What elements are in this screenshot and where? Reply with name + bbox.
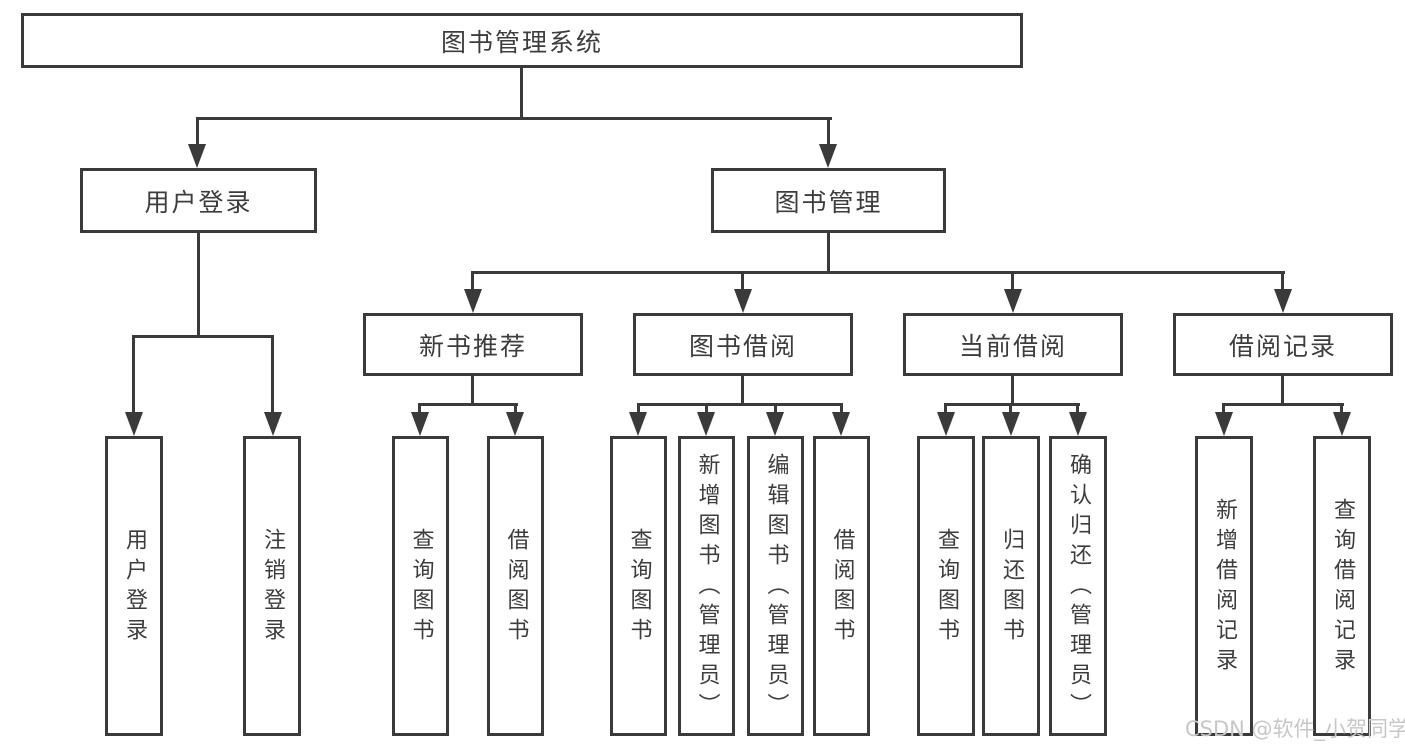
node-bb-add: 新增图书（管理员） xyxy=(678,436,735,736)
edge-to-nb-borrow xyxy=(514,403,517,418)
edge-book-borrow-rail xyxy=(637,403,843,406)
node-user-login-leaf: 用户登录 xyxy=(105,436,163,736)
edge-to-user-login-leaf xyxy=(132,335,135,418)
arrow-down-icon xyxy=(1274,289,1292,313)
edge-to-cb-confirm xyxy=(1076,403,1079,418)
arrow-down-icon xyxy=(1069,412,1087,436)
arrow-down-icon xyxy=(697,412,715,436)
node-user-login: 用户登录 xyxy=(80,168,317,233)
edge-to-book-borrow xyxy=(741,271,744,295)
node-bb-borrow: 借阅图书 xyxy=(813,436,870,736)
edge-book-mgmt-stem xyxy=(827,233,830,273)
edge-root-to-book-mgmt xyxy=(827,117,830,149)
edge-borrow-records-rail xyxy=(1222,403,1344,406)
edge-book-borrow-stem xyxy=(741,376,744,406)
edge-user-login-stem xyxy=(197,233,200,338)
edge-to-borrow-records xyxy=(1281,271,1284,295)
edge-to-cb-return xyxy=(1009,403,1012,418)
edge-to-br-add xyxy=(1222,403,1225,418)
edge-user-login-rail xyxy=(132,335,274,338)
arrow-down-icon xyxy=(629,412,647,436)
edge-borrow-records-stem xyxy=(1281,376,1284,406)
node-cb-return: 归还图书 xyxy=(982,436,1040,736)
edge-to-cb-query xyxy=(944,403,947,418)
arrow-down-icon xyxy=(506,412,524,436)
arrow-down-icon xyxy=(264,412,282,436)
node-current-borrow: 当前借阅 xyxy=(903,313,1123,376)
edge-root-stem xyxy=(520,68,523,119)
arrow-down-icon xyxy=(1004,289,1022,313)
arrow-down-icon xyxy=(832,412,850,436)
edge-to-br-query xyxy=(1340,403,1343,418)
edge-current-borrow-stem xyxy=(1011,376,1014,406)
edge-to-bb-borrow xyxy=(840,403,843,418)
edge-to-nb-query xyxy=(418,403,421,418)
node-nb-borrow: 借阅图书 xyxy=(487,436,544,736)
arrow-down-icon xyxy=(766,412,784,436)
node-nb-query: 查询图书 xyxy=(392,436,449,736)
node-root: 图书管理系统 xyxy=(21,13,1023,68)
arrow-down-icon xyxy=(411,412,429,436)
arrow-down-icon xyxy=(188,144,206,168)
edge-to-bb-add xyxy=(705,403,708,418)
node-bb-query: 查询图书 xyxy=(610,436,667,736)
edge-to-current-borrow xyxy=(1011,271,1014,295)
arrow-down-icon xyxy=(464,289,482,313)
arrow-down-icon xyxy=(937,412,955,436)
arrow-down-icon xyxy=(734,289,752,313)
edge-new-book-rec-rail xyxy=(418,403,518,406)
watermark: CSDN @软件_小贺同学 xyxy=(1185,717,1405,741)
edge-root-to-user-login xyxy=(196,117,199,149)
arrow-down-icon xyxy=(1215,412,1233,436)
edge-book-mgmt-rail xyxy=(471,271,1285,274)
arrow-down-icon xyxy=(125,412,143,436)
edge-to-logout-leaf xyxy=(271,335,274,418)
node-br-add: 新增借阅记录 xyxy=(1195,436,1253,736)
node-logout-leaf: 注销登录 xyxy=(243,436,301,736)
edge-current-borrow-rail xyxy=(944,403,1080,406)
node-book-mgmt: 图书管理 xyxy=(711,168,946,233)
node-br-query: 查询借阅记录 xyxy=(1313,436,1371,736)
edge-root-rail xyxy=(196,117,832,120)
arrow-down-icon xyxy=(1333,412,1351,436)
edge-to-bb-edit xyxy=(774,403,777,418)
node-new-book-rec: 新书推荐 xyxy=(363,313,583,376)
node-cb-query: 查询图书 xyxy=(917,436,975,736)
node-bb-edit: 编辑图书（管理员） xyxy=(747,436,804,736)
node-borrow-records: 借阅记录 xyxy=(1173,313,1393,376)
node-cb-confirm: 确认归还（管理员） xyxy=(1049,436,1107,736)
edge-new-book-rec-stem xyxy=(471,376,474,406)
arrow-down-icon xyxy=(1002,412,1020,436)
edge-to-bb-query xyxy=(637,403,640,418)
arrow-down-icon xyxy=(819,144,837,168)
node-book-borrow: 图书借阅 xyxy=(633,313,853,376)
edge-to-new-book-rec xyxy=(471,271,474,295)
